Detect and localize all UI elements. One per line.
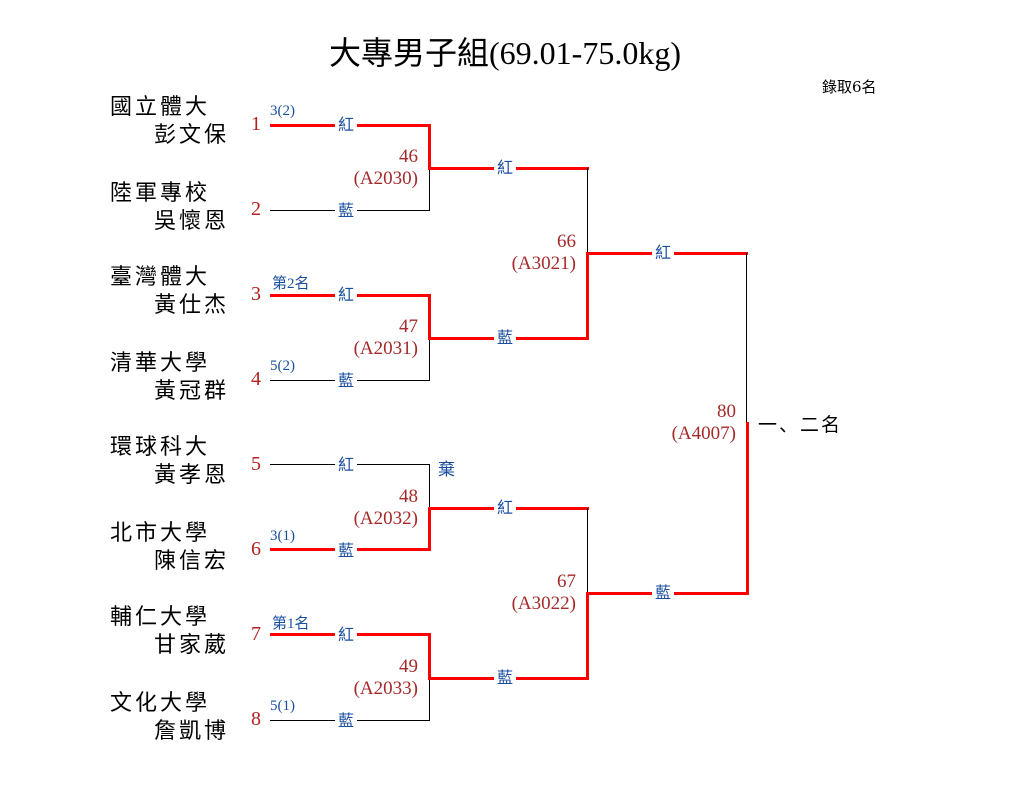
competitor-5: 環球科大黃孝恩 (110, 434, 229, 490)
corner-blue-label: 藍 (335, 372, 358, 390)
match-code: (A3021) (511, 253, 576, 274)
athlete-name: 彭文保 (154, 123, 230, 148)
competitor-2: 陸軍專校吳懷恩 (110, 180, 229, 236)
school-name: 環球科大 (110, 435, 211, 460)
athlete-name: 黃仕杰 (154, 293, 230, 318)
corner-blue-label: 藍 (335, 542, 358, 560)
athlete-name: 黃冠群 (154, 379, 230, 404)
school-name: 陸軍專校 (110, 181, 211, 206)
placement-note: 3(1) (270, 528, 295, 544)
final-rank-label: 一、二名 (758, 414, 843, 436)
match-code: (A2031) (353, 338, 418, 359)
forfeit-label: 棄 (438, 460, 455, 480)
bracket-line-winner (586, 592, 589, 680)
match-code: (A2030) (353, 168, 418, 189)
seed-number: 3 (251, 283, 261, 305)
seed-number: 6 (251, 538, 261, 560)
match-67: 67(A3022) (488, 571, 576, 615)
athlete-name: 詹凱博 (154, 719, 230, 744)
bracket-line-winner (428, 124, 431, 168)
seed-number: 8 (251, 708, 261, 730)
competitor-6: 北市大學陳信宏 (110, 520, 229, 576)
corner-red-label: 紅 (494, 499, 517, 517)
school-name: 臺灣體大 (110, 265, 211, 290)
seed-number: 2 (251, 198, 261, 220)
match-code: (A3022) (511, 593, 576, 614)
seed-number: 7 (251, 623, 261, 645)
corner-red-label: 紅 (652, 244, 675, 262)
bracket-line-winner (428, 294, 431, 338)
placement-note: 5(2) (270, 358, 295, 374)
bracket-line (429, 167, 430, 211)
match-number: 66 (557, 231, 576, 252)
match-46: 46(A2030) (330, 146, 418, 190)
school-name: 北市大學 (110, 521, 211, 546)
match-number: 46 (399, 146, 418, 167)
bracket-line (429, 464, 430, 508)
bracket-line-winner (746, 422, 749, 595)
corner-blue-label: 藍 (335, 202, 358, 220)
match-48: 48(A2032) (330, 486, 418, 530)
page-title: 大專男子組(69.01-75.0kg) (329, 35, 681, 71)
quota-label: 錄取6名 (822, 78, 877, 96)
match-number: 49 (399, 656, 418, 677)
competitor-3: 臺灣體大黃仕杰 (110, 264, 229, 320)
bracket-line (746, 253, 747, 423)
corner-red-label: 紅 (494, 159, 517, 177)
athlete-name: 吳懷恩 (154, 209, 230, 234)
seed-number: 5 (251, 453, 261, 475)
competitor-7: 輔仁大學甘家葳 (110, 604, 229, 660)
corner-red-label: 紅 (335, 286, 358, 304)
match-66: 66(A3021) (488, 231, 576, 275)
match-80: 80(A4007) (648, 401, 736, 445)
bracket-line-winner (428, 507, 431, 551)
school-name: 文化大學 (110, 691, 211, 716)
corner-blue-label: 藍 (335, 712, 358, 730)
bracket-line-winner (586, 252, 589, 340)
bracket-line (587, 168, 588, 253)
match-number: 67 (557, 571, 576, 592)
match-number: 80 (717, 401, 736, 422)
athlete-name: 甘家葳 (154, 633, 230, 658)
corner-red-label: 紅 (335, 626, 358, 644)
athlete-name: 陳信宏 (154, 549, 230, 574)
school-name: 國立體大 (110, 95, 211, 120)
match-number: 47 (399, 316, 418, 337)
match-code: (A2032) (353, 508, 418, 529)
corner-blue-label: 藍 (494, 329, 517, 347)
corner-blue-label: 藍 (494, 669, 517, 687)
bracket-line (429, 677, 430, 721)
placement-note: 第2名 (272, 276, 310, 292)
corner-blue-label: 藍 (652, 584, 675, 602)
placement-note: 5(1) (270, 698, 295, 714)
bracket-line (429, 337, 430, 381)
bracket-line-winner (428, 633, 431, 678)
match-number: 48 (399, 486, 418, 507)
match-code: (A4007) (671, 423, 736, 444)
match-47: 47(A2031) (330, 316, 418, 360)
seed-number: 1 (251, 113, 261, 135)
school-name: 輔仁大學 (110, 605, 211, 630)
bracket-line (587, 508, 588, 593)
competitor-4: 清華大學黃冠群 (110, 350, 229, 406)
placement-note: 第1名 (272, 616, 310, 632)
competitor-8: 文化大學詹凱博 (110, 690, 229, 746)
placement-note: 3(2) (270, 103, 295, 119)
match-49: 49(A2033) (330, 656, 418, 700)
competitor-1: 國立體大彭文保 (110, 94, 229, 150)
match-code: (A2033) (353, 678, 418, 699)
school-name: 清華大學 (110, 351, 211, 376)
seed-number: 4 (251, 368, 261, 390)
athlete-name: 黃孝恩 (154, 463, 230, 488)
corner-red-label: 紅 (335, 116, 358, 134)
corner-red-label: 紅 (335, 456, 358, 474)
